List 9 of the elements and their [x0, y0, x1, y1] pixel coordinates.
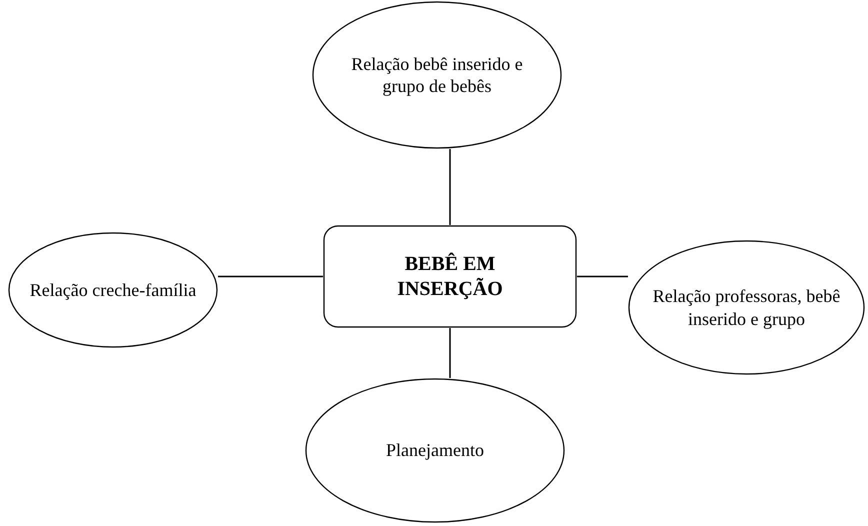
topic-label: Relação professoras, bebê inserido e grupo — [652, 285, 842, 330]
topic-label: Relação creche-família — [28, 278, 198, 302]
central-title: BEBÊ EM INSERÇÃO — [396, 252, 504, 302]
connector-line — [449, 149, 451, 225]
topic-label: Planejamento — [385, 439, 485, 462]
connector-line — [577, 276, 628, 278]
topic-label: Relação bebê inserido e grupo de bebês — [350, 52, 524, 98]
connector-line — [218, 276, 323, 278]
connector-line — [449, 328, 451, 378]
